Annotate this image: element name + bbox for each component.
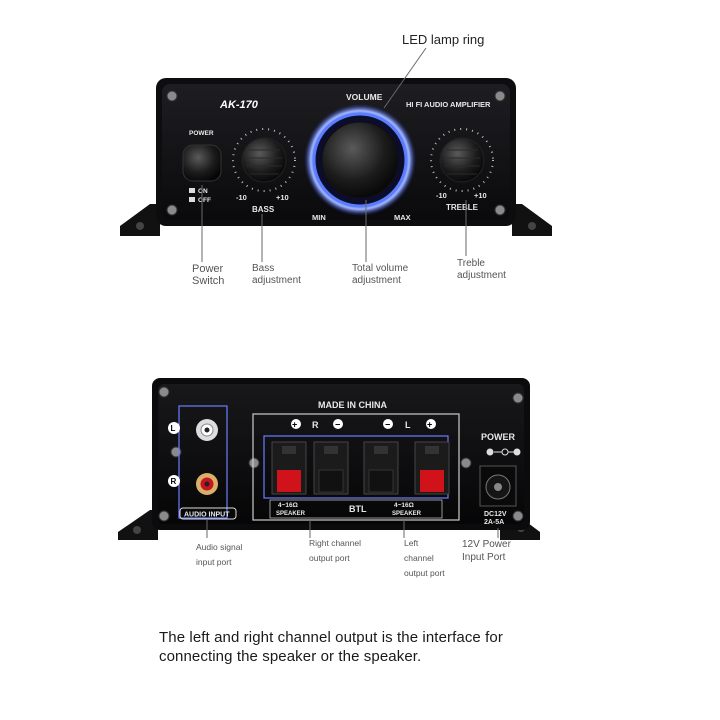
volume-knob-led-ring[interactable] (304, 104, 416, 216)
caption-text: The left and right channel output is the… (159, 628, 503, 666)
switch-off-icon (189, 197, 195, 202)
callout-line: Switch (192, 275, 225, 287)
led-ring-callout: LED lamp ring (402, 32, 485, 47)
l-channel-label: L (405, 420, 411, 430)
callout-line: adjustment (252, 275, 301, 286)
callout-line: 12V Power (462, 539, 511, 550)
callout-line: Power (192, 263, 224, 275)
treble-label: TREBLE (446, 203, 479, 212)
vol-min: MIN (312, 213, 326, 222)
caption-line: connecting the speaker or the speaker. (159, 648, 422, 665)
caption-line: The left and right channel output is the… (159, 629, 503, 646)
spec-left: 4~16Ω (278, 502, 298, 509)
bass-knob[interactable] (232, 128, 296, 192)
callout-line: adjustment (457, 270, 506, 281)
brand-label: HI FI AUDIO AMPLIFIER (406, 100, 491, 109)
audio-input-label: AUDIO INPUT (184, 512, 230, 519)
treble-max: +10 (474, 191, 487, 200)
power-label: POWER (189, 130, 214, 137)
r-channel-label: R (312, 420, 319, 430)
btl-label: BTL (349, 504, 367, 514)
right-minus-terminal[interactable] (313, 441, 349, 495)
audio-input-frame (178, 405, 228, 519)
callout-line: Right channel (309, 538, 361, 548)
input-l-label: L (171, 424, 176, 433)
treble-min: -10 (436, 191, 447, 200)
dc-spec-2: 2A-5A (484, 519, 504, 526)
bass-max: +10 (276, 193, 289, 202)
callout-line: adjustment (352, 275, 401, 286)
svg-text:+: + (427, 420, 432, 430)
callout-line: Treble (457, 258, 485, 269)
bass-callout: Bass adjustment (252, 263, 301, 287)
audio-input-callout: Audio signal input port (196, 540, 242, 570)
mounting-ear-right (512, 204, 552, 236)
svg-text:−: − (385, 420, 390, 430)
right-plus-terminal[interactable] (271, 441, 307, 495)
svg-text:−: − (335, 420, 340, 430)
on-label: ON (198, 188, 208, 195)
power-button[interactable] (182, 144, 222, 182)
input-r-label: R (171, 477, 177, 486)
spec-left-sub: SPEAKER (276, 511, 306, 517)
switch-on-icon (189, 188, 195, 193)
front-panel-photo: AK-170 VOLUME HI FI AUDIO AMPLIFIER POWE… (120, 47, 552, 262)
power-jack-label: POWER (481, 432, 516, 442)
back-screws (158, 386, 524, 522)
back-ear-left (118, 510, 158, 540)
mounting-ear-left (120, 204, 160, 236)
callout-line: Input Port (462, 552, 506, 563)
treble-knob[interactable] (430, 128, 494, 192)
left-plus-terminal[interactable] (414, 441, 450, 495)
spec-right-sub: SPEAKER (392, 511, 422, 517)
power-switch-callout: Power Switch (192, 263, 224, 287)
dc-polarity-icon (486, 448, 521, 456)
callout-line: Bass (252, 263, 275, 274)
speaker-terminal-frame (252, 413, 460, 521)
callout-line: output port (309, 553, 350, 563)
bass-label: BASS (252, 205, 275, 214)
svg-text:+: + (292, 420, 297, 430)
rca-input-right[interactable] (196, 473, 218, 495)
callout-line: input port (196, 557, 232, 567)
rca-input-left[interactable] (196, 419, 218, 441)
power-input-callout: 12V Power Input Port (462, 538, 511, 564)
dc-spec-1: DC12V (484, 511, 507, 518)
callout-line: Left (404, 538, 419, 548)
callout-line: Total volume (352, 263, 409, 274)
volume-label: VOLUME (346, 92, 383, 102)
vol-max: MAX (394, 213, 411, 222)
made-in-label: MADE IN CHINA (318, 400, 387, 410)
off-label: OFF (198, 197, 211, 204)
dc-power-jack[interactable] (479, 465, 517, 507)
polarity-row: + − − + (291, 419, 436, 430)
callout-line: channel (404, 553, 434, 563)
left-minus-terminal[interactable] (363, 441, 399, 495)
model-label: AK-170 (219, 99, 259, 111)
left-channel-callout: Left channel output port (404, 536, 445, 581)
back-panel-photo: L R AUDIO INPUT MADE IN CHINA + − − + R … (118, 378, 540, 540)
bass-min: -10 (236, 193, 247, 202)
callout-line: output port (404, 568, 445, 578)
spec-right: 4~16Ω (394, 502, 414, 509)
front-screws (166, 90, 506, 216)
volume-callout: Total volume adjustment (352, 263, 408, 287)
right-channel-callout: Right channel output port (309, 536, 361, 566)
treble-callout: Treble adjustment (457, 258, 506, 282)
callout-line: Audio signal (196, 542, 243, 552)
